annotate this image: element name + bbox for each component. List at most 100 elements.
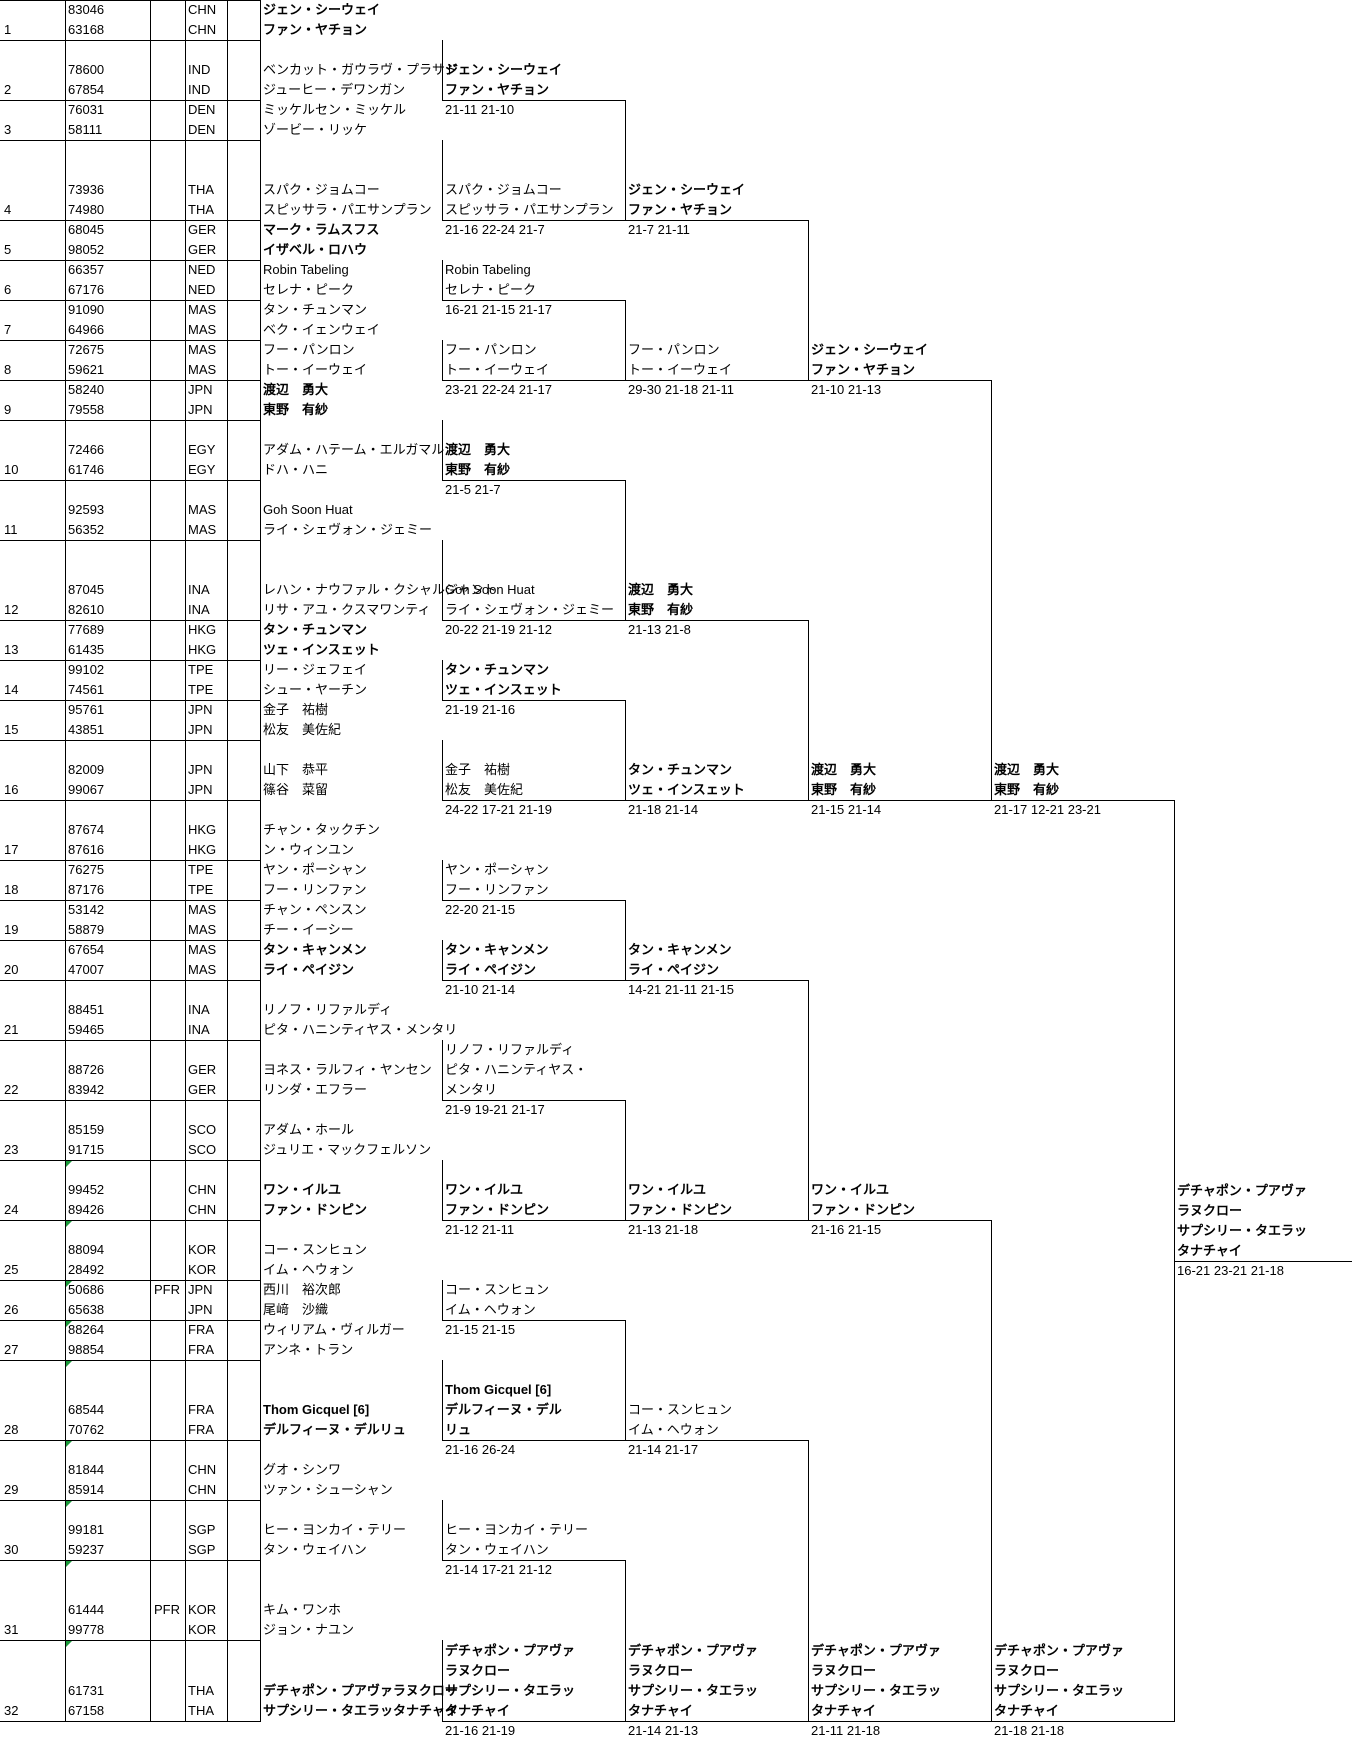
winner-name: ラヌクロー <box>994 1663 1060 1678</box>
country-code: JPN <box>188 722 213 737</box>
row-divider <box>0 540 261 541</box>
bracket-line <box>808 380 992 381</box>
bracket-line <box>625 220 809 221</box>
player-id: 82009 <box>68 762 105 777</box>
winner-name: 東野 有紗 <box>994 782 1060 797</box>
match-score: 21-15 21-14 <box>811 802 882 817</box>
player-name: マーク・ラムスフス <box>263 222 380 237</box>
bracket-line <box>442 1560 626 1561</box>
draw-position: 14 <box>4 682 19 697</box>
country-code: SGP <box>188 1522 216 1537</box>
bracket-line <box>991 1721 1175 1722</box>
row-divider <box>0 900 261 901</box>
bracket-line <box>442 40 443 101</box>
player-name: Robin Tabeling <box>263 262 349 277</box>
player-id: 83942 <box>68 1082 105 1097</box>
country-code: THA <box>188 202 214 217</box>
country-code: IND <box>188 82 211 97</box>
player-id: 77689 <box>68 622 105 637</box>
draw-position: 21 <box>4 1022 19 1037</box>
player-id: 63168 <box>68 22 105 37</box>
row-divider <box>0 1220 261 1221</box>
bracket-line <box>808 1220 992 1221</box>
winner-name: タン・キャンメン <box>628 942 732 957</box>
draw-position: 29 <box>4 1482 19 1497</box>
bracket-line <box>442 860 443 901</box>
winner-name: セレナ・ピーク <box>445 282 537 297</box>
country-code: SCO <box>188 1122 217 1137</box>
bracket-line <box>442 140 443 221</box>
player-name: デルフィーヌ・デルリュ <box>263 1422 406 1437</box>
player-name: ピタ・ハニンティヤス・メンタリ <box>263 1022 458 1037</box>
draw-position: 26 <box>4 1302 19 1317</box>
champion-name: デチャポン・プアヴァ <box>1177 1183 1307 1198</box>
grid-column-line <box>150 0 151 1722</box>
player-id: 74980 <box>68 202 105 217</box>
bracket-line <box>442 1721 626 1722</box>
winner-name: ヒー・ヨンカイ・テリー <box>445 1522 589 1537</box>
winner-name: ファン・ヤチョン <box>811 362 916 377</box>
winner-name: リュ <box>445 1422 472 1437</box>
row-divider <box>0 940 261 941</box>
grid-column-line <box>185 0 186 1722</box>
draw-position: 11 <box>4 522 18 537</box>
row-divider <box>0 1280 261 1281</box>
country-code: JPN <box>188 382 213 397</box>
match-score: 23-21 22-24 21-17 <box>445 382 552 397</box>
winner-name: メンタリ <box>445 1082 498 1097</box>
winner-name: デチャポン・プアヴァ <box>994 1643 1124 1658</box>
bracket-line <box>625 300 626 381</box>
player-id: 61746 <box>68 462 105 477</box>
country-code: JPN <box>188 402 213 417</box>
cell-note-marker <box>66 1561 72 1567</box>
winner-name: 渡辺 勇大 <box>628 582 694 597</box>
country-code: MAS <box>188 502 217 517</box>
player-id: 73936 <box>68 182 105 197</box>
row-divider <box>0 220 261 221</box>
player-id: 67854 <box>68 82 105 97</box>
bracket-line <box>442 100 626 101</box>
winner-name: タン・チュンマン <box>445 662 550 677</box>
country-code: THA <box>188 1703 214 1718</box>
country-code: GER <box>188 1062 217 1077</box>
winner-name: 渡辺 勇大 <box>811 762 877 777</box>
country-code: JPN <box>188 762 213 777</box>
player-name: アンネ・トラン <box>263 1342 354 1357</box>
player-id: 67176 <box>68 282 105 297</box>
country-code: IND <box>188 62 211 77</box>
player-name: チー・イーシー <box>263 922 354 937</box>
player-id: 59237 <box>68 1542 105 1557</box>
winner-name: 金子 祐樹 <box>445 762 511 777</box>
winner-name: 東野 有紗 <box>628 602 694 617</box>
winner-name: ライ・ペイジン <box>628 962 720 977</box>
player-id: 82610 <box>68 602 105 617</box>
player-id: 59621 <box>68 362 105 377</box>
country-code: CHN <box>188 2 217 17</box>
row-divider <box>0 1721 261 1722</box>
winner-name: ワン・イルユ <box>445 1182 524 1197</box>
bracket-line <box>442 940 443 981</box>
row-divider <box>0 1360 261 1361</box>
player-name: ファン・ドンピン <box>263 1202 368 1217</box>
match-score: 20-22 21-19 21-12 <box>445 622 552 637</box>
row-divider <box>0 1640 261 1641</box>
draw-position: 5 <box>4 242 12 257</box>
player-name: チャン・ペンスン <box>263 902 367 917</box>
winner-name: フー・パンロン <box>445 342 537 357</box>
player-name: 金子 祐樹 <box>263 702 329 717</box>
player-id: 68544 <box>68 1402 105 1417</box>
player-id: 64966 <box>68 322 105 337</box>
country-code: JPN <box>188 1302 213 1317</box>
bracket-line <box>991 800 1175 801</box>
player-name: ジューヒー・デワンガン <box>263 82 406 97</box>
winner-name: 渡辺 勇大 <box>445 442 511 457</box>
draw-position: 28 <box>4 1422 19 1437</box>
player-name: 西川 裕次郎 <box>263 1282 342 1297</box>
grid-column-line <box>227 0 228 1722</box>
match-score: 21-9 19-21 21-17 <box>445 1102 545 1117</box>
country-code: INA <box>188 1022 210 1037</box>
country-code: FRA <box>188 1322 214 1337</box>
draw-position: 23 <box>4 1142 19 1157</box>
bracket-line <box>442 1280 443 1321</box>
country-code: INA <box>188 1002 210 1017</box>
